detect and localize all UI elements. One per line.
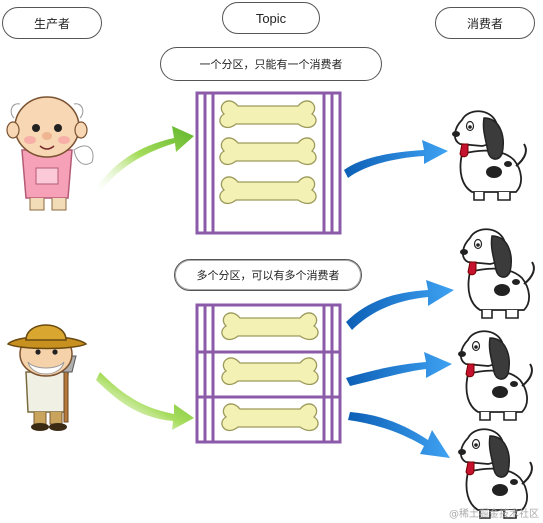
consumer-dog-1 [459, 228, 535, 319]
multi-partition-note: 多个分区，可以有多个消费者 [174, 259, 362, 291]
consumer-dog-top [451, 110, 527, 201]
producer-farmer-illustration [6, 324, 88, 431]
consume-arrow-top [344, 140, 448, 178]
consume-arrow-partition-2 [346, 352, 452, 386]
produce-arrow-bottom [96, 372, 194, 430]
produce-arrow-top [96, 126, 194, 192]
producer-grandpa-illustration [6, 96, 94, 211]
watermark: @稀土掘金技术社区 [449, 509, 539, 520]
consume-arrow-partition-1 [346, 280, 454, 330]
producer-label: 生产者 [2, 7, 102, 39]
single-partition-note: 一个分区，只能有一个消费者 [160, 47, 382, 81]
consumer-label: 消费者 [435, 7, 535, 39]
topic-multi-partition [195, 303, 342, 444]
topic-label: Topic [222, 2, 320, 34]
consume-arrow-partition-3 [348, 412, 450, 458]
consumer-dog-2 [457, 330, 533, 421]
topic-single-partition [195, 91, 342, 235]
